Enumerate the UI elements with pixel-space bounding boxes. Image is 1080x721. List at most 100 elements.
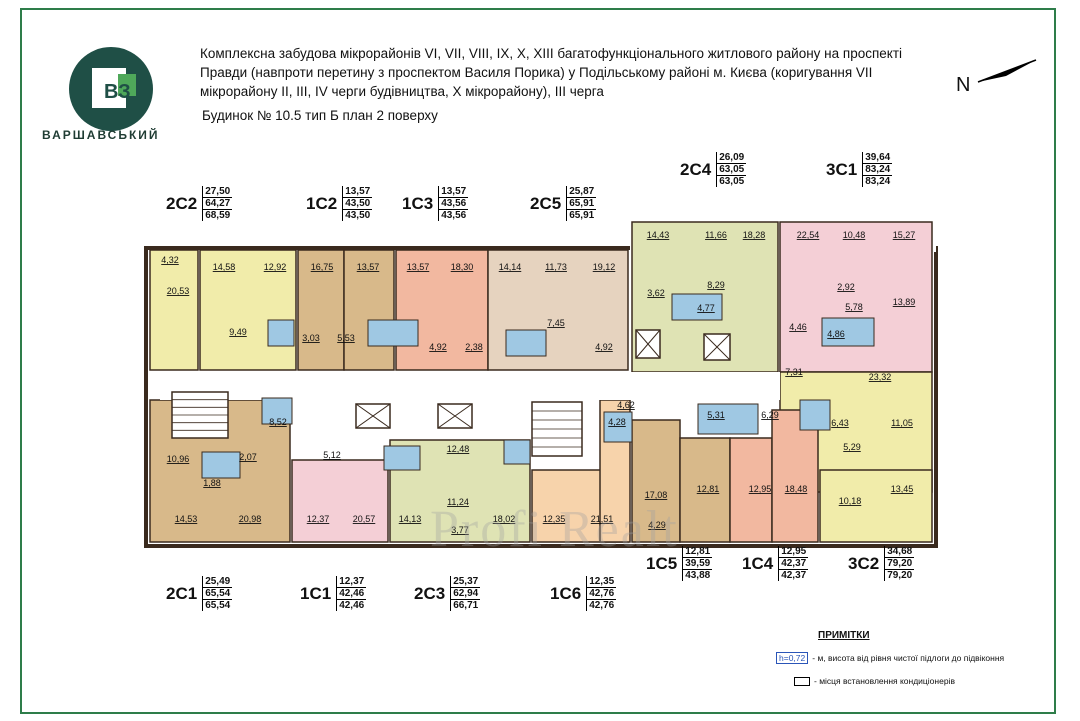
- apartment-area-value: 25,49: [203, 576, 233, 588]
- height-sample: h=0,72: [776, 652, 809, 664]
- room-area-label: 21,51: [591, 514, 614, 524]
- logo-icon: ВЗ: [69, 47, 153, 131]
- room-area-label: 6,43: [831, 418, 849, 428]
- corridor: [160, 372, 780, 400]
- apartment-name: 1С3: [402, 193, 434, 213]
- room-area-label: 16,75: [311, 262, 334, 272]
- apartment-area-value: 43,50: [345, 210, 371, 221]
- bathroom: [671, 293, 723, 321]
- room-area-label: 8,52: [269, 417, 287, 427]
- bathroom: [799, 399, 831, 431]
- legend-ac-row: - місця встановлення кондиціонерів: [794, 676, 955, 686]
- page-frame: [20, 8, 1056, 714]
- bathroom: [603, 411, 633, 443]
- room-area-label: 20,53: [167, 286, 190, 296]
- elevator-cross: [703, 333, 731, 361]
- room-area-label: 6,29: [761, 410, 779, 420]
- apartment-area-value: 42,76: [589, 600, 615, 611]
- room-area-label: 20,57: [353, 514, 376, 524]
- apartment-area-value: 65,91: [567, 198, 597, 210]
- room-area-label: 12,81: [697, 484, 720, 494]
- room-area-label: 14,58: [213, 262, 236, 272]
- room-area-label: 3,62: [647, 288, 665, 298]
- apartment-area-value: 65,54: [205, 600, 231, 611]
- room-area-label: 5,31: [707, 410, 725, 420]
- room-area-label: 12,37: [307, 514, 330, 524]
- room-area-label: 20,98: [239, 514, 262, 524]
- apartment-name: 1С4: [742, 553, 774, 573]
- apartment-area-value: 68,59: [205, 210, 231, 221]
- room-area-label: 5,53: [337, 333, 355, 343]
- room-area-label: 13,89: [893, 297, 916, 307]
- room-area-label: 15,27: [893, 230, 916, 240]
- room-area-label: 11,05: [891, 418, 913, 428]
- brand-name: ВАРШАВСЬКИЙ: [42, 128, 160, 142]
- apartment-name: 2С5: [530, 193, 562, 213]
- room-area-label: 12,48: [447, 444, 470, 454]
- apartment-area-value: 39,64: [863, 152, 893, 164]
- room-area-label: 17,08: [645, 490, 668, 500]
- north-arrow-icon: [977, 59, 1037, 83]
- watermark: Profi Realt: [430, 501, 679, 558]
- apartment-area-value: 42,46: [339, 600, 365, 611]
- room-area-label: 12,35: [543, 514, 566, 524]
- apartment-area-value: 43,88: [685, 570, 711, 581]
- room-area-label: 18,02: [493, 514, 516, 524]
- room-area-label: 11,24: [447, 497, 469, 507]
- svg-text:ВЗ: ВЗ: [104, 81, 131, 103]
- room-area-label: 23,32: [869, 372, 892, 382]
- apartment-area-value: 43,50: [343, 198, 373, 210]
- room-block: [149, 249, 199, 371]
- room-area-label: 4,92: [595, 342, 613, 352]
- room-area-label: 4,86: [827, 329, 845, 339]
- room-area-label: 11,66: [705, 230, 727, 240]
- room-area-label: 3,77: [451, 525, 469, 535]
- room-block: [291, 459, 389, 543]
- room-area-label: 13,45: [891, 484, 914, 494]
- room-area-label: 7,45: [547, 318, 565, 328]
- elevator-cross: [355, 403, 391, 429]
- page-title: Комплексна забудова мікрорайонів VI, VII…: [200, 46, 903, 99]
- room-area-label: 18,30: [451, 262, 474, 272]
- room-area-label: 4,46: [789, 322, 807, 332]
- bathroom: [267, 319, 295, 347]
- room-area-label: 14,13: [399, 514, 422, 524]
- room-area-label: 1,88: [203, 478, 221, 488]
- apartment-area-value: 63,05: [719, 176, 745, 187]
- apartment-area-value: 39,59: [683, 558, 713, 570]
- apartment-area-value: 43,56: [439, 198, 469, 210]
- bathroom: [367, 319, 419, 347]
- room-area-label: 10,96: [167, 454, 190, 464]
- apartment-area-value: 12,37: [337, 576, 367, 588]
- apartment-name: 1С6: [550, 583, 582, 603]
- bathroom: [503, 439, 531, 465]
- apartment-area-value: 64,27: [203, 198, 233, 210]
- elevator-cross: [635, 329, 661, 359]
- room-block: [679, 437, 731, 543]
- apartment-area-value: 65,91: [569, 210, 595, 221]
- room-area-label: 14,43: [647, 230, 670, 240]
- room-area-label: 4,77: [697, 303, 715, 313]
- elevator-cross: [437, 403, 473, 429]
- room-area-label: 4,29: [648, 520, 666, 530]
- apartment-area-value: 66,71: [453, 600, 479, 611]
- apartment-name: 2С4: [680, 159, 712, 179]
- apartment-area-value: 12,35: [587, 576, 617, 588]
- apartment-area-value: 12,95: [779, 546, 809, 558]
- apartment-area-value: 62,94: [451, 588, 481, 600]
- north-label: N: [956, 74, 971, 96]
- apartment-area-value: 83,24: [863, 164, 893, 176]
